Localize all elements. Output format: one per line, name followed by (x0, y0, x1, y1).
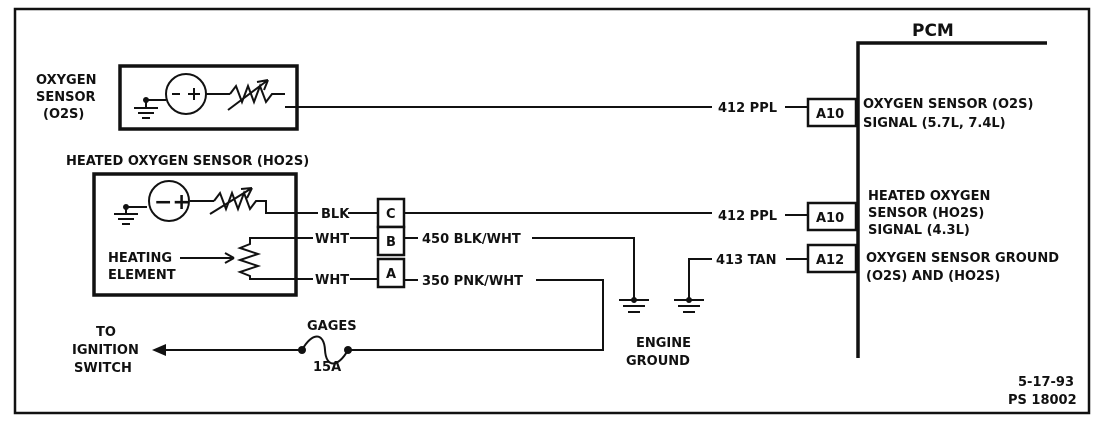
heater-pointer-arrow (180, 252, 235, 264)
ignition-label-line: TO (96, 325, 116, 340)
pcm-pin-a10-ho2s: A10 HEATED OXYGEN SENSOR (HO2S) SIGNAL (… (806, 189, 990, 238)
ho2s-wire-color-label: WHT (315, 232, 349, 247)
ho2s-cell-sign: −+ (154, 190, 191, 215)
diagram-date: 5-17-93 (1018, 375, 1074, 390)
engine-ground-label-line: GROUND (626, 354, 690, 369)
diagram-code: PS 18002 (1008, 393, 1077, 408)
ignition-label-line: IGNITION (72, 343, 139, 358)
heating-element-resistor (236, 237, 296, 280)
pcm-pin-desc-line: SIGNAL (4.3L) (868, 223, 970, 238)
heater-feed-circuit-label: 350 PNK/WHT (422, 274, 523, 289)
heater-ground-wire (404, 237, 635, 298)
pcm-pin-id: A12 (816, 253, 844, 268)
pcm-pin-box (806, 97, 858, 128)
pcm-pin-desc-line: (O2S) AND (HO2S) (866, 269, 1000, 284)
heater-feed-wire (350, 279, 604, 351)
o2s-housing (118, 64, 299, 131)
o2s-label-line: SENSOR (36, 90, 96, 105)
pcm-pin-desc-line: OXYGEN SENSOR GROUND (866, 251, 1059, 266)
ignition-arrow (152, 344, 166, 356)
diagram-frame (13, 7, 1091, 415)
fuse-symbol (301, 335, 349, 365)
resistor-arrow (227, 79, 269, 111)
connector-cavity-label: A (386, 267, 396, 282)
pcm-pin-desc-line: SIGNAL (5.7L, 7.4L) (863, 116, 1006, 131)
connector-cavity-box (376, 257, 406, 289)
pcm-pin-box (806, 201, 858, 232)
pcm-module: PCM (856, 21, 1047, 358)
ho2s-cell-symbol (148, 180, 190, 222)
connector-cavity-box (376, 225, 406, 257)
connector-cavity-label: B (386, 235, 396, 250)
heating-element-label-line: HEATING (108, 251, 172, 266)
variable-resistor-symbol (229, 83, 285, 105)
ground-symbol (619, 299, 649, 313)
fuse-name: GAGES (307, 319, 357, 334)
ho2s-connector: C B A (376, 197, 406, 289)
fuse-rating: 15A (313, 360, 341, 375)
ground-symbol (674, 299, 704, 313)
ho2s-signal-circuit-label: 412 PPL (718, 209, 777, 224)
pcm-pin-id: A10 (816, 211, 844, 226)
ground-symbol (114, 207, 138, 225)
heater-ground-circuit-label: 450 BLK/WHT (422, 232, 521, 247)
o2s-label-line: OXYGEN (36, 73, 96, 88)
heating-element-label-line: ELEMENT (108, 268, 176, 283)
ho2s-housing (92, 172, 298, 297)
resistor-arrow (209, 187, 253, 215)
pcm-pin-a10-o2s: A10 OXYGEN SENSOR (O2S) SIGNAL (5.7L, 7.… (806, 97, 1033, 131)
pcm-pin-desc-line: SENSOR (HO2S) (868, 206, 984, 221)
engine-ground: ENGINE GROUND (619, 297, 704, 369)
o2s-sensor: OXYGEN SENSOR (O2S) (36, 64, 299, 131)
ho2s-signal-wire (404, 212, 808, 216)
engine-ground-label-line: ENGINE (636, 336, 691, 351)
o2s-cell-plus (188, 88, 200, 100)
ground-symbol (134, 100, 158, 119)
ho2s-label: HEATED OXYGEN SENSOR (HO2S) (66, 154, 309, 169)
ignition-label-line: SWITCH (74, 361, 132, 376)
pcm-pin-desc-line: HEATED OXYGEN (868, 189, 990, 204)
pcm-pin-id: A10 (816, 107, 844, 122)
gages-fuse: GAGES 15A (298, 319, 357, 375)
o2s-signal-circuit-label: 412 PPL (718, 101, 777, 116)
sensor-ground-wire (688, 258, 808, 298)
ho2s-wire-color-label: BLK (321, 207, 350, 222)
pcm-pin-a12: A12 OXYGEN SENSOR GROUND (O2S) AND (HO2S… (806, 243, 1059, 284)
pcm-pin-box (806, 243, 858, 274)
pcm-outline (856, 41, 1047, 358)
o2s-label-line: (O2S) (43, 107, 84, 122)
pcm-title: PCM (912, 21, 954, 41)
connector-cavity-label: C (386, 207, 396, 222)
ho2s-sensor: HEATED OXYGEN SENSOR (HO2S) −+ HEATING E… (66, 154, 309, 297)
sensor-ground-circuit-label: 413 TAN (716, 253, 776, 268)
pcm-pin-desc-line: OXYGEN SENSOR (O2S) (863, 97, 1033, 112)
ho2s-wire-color-label: WHT (315, 273, 349, 288)
